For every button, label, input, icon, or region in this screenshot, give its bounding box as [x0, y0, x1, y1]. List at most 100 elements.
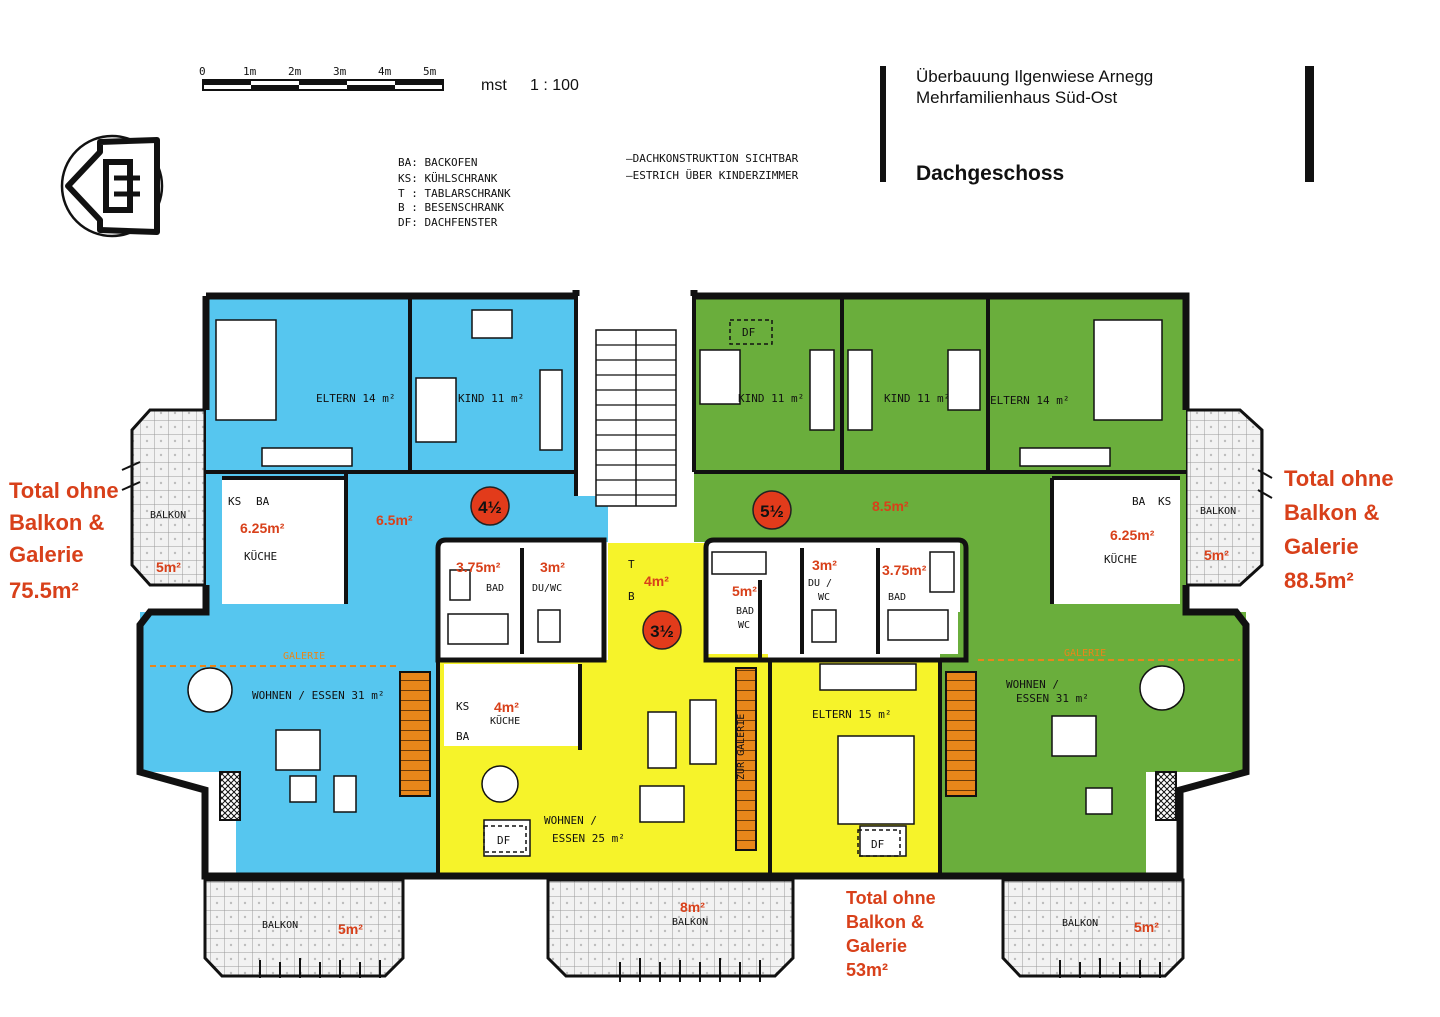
- cabinet-b-3-5: B: [628, 590, 635, 603]
- construction-notes: —DACHKONSTRUKTION SICHTBAR —ESTRICH ÜBER…: [626, 152, 799, 182]
- df-3-5-b: DF: [871, 838, 884, 851]
- badwc-area-3-5: 5m²: [732, 583, 757, 599]
- stair-3-5-galerie: [735, 667, 757, 851]
- kitchen-area-5-5: 6.25m²: [1110, 527, 1155, 543]
- duwc-5-5-l2: WC: [818, 592, 830, 603]
- kitchen-label-3-5: KÜCHE: [490, 714, 520, 727]
- room-eltern-5-5: ELTERN 14 m²: [990, 394, 1069, 407]
- balkon-bottom-area-4-5: 5m²: [338, 921, 363, 937]
- kitchen-ba-4-5: BA: [256, 495, 270, 508]
- balkon-side-4-5: BALKON: [150, 510, 186, 521]
- kitchen-ba-5-5: BA: [1132, 495, 1146, 508]
- balkon-bottom-area-5-5: 5m²: [1134, 919, 1159, 935]
- interior-walls: [206, 296, 1186, 876]
- kitchen-label-4-5: KÜCHE: [244, 550, 277, 563]
- furniture: [187, 309, 1185, 857]
- balcony-south-east: [1001, 878, 1185, 978]
- kitchen-ks-5-5: KS: [1158, 495, 1171, 508]
- kitchen-4-5-surface: [222, 478, 346, 604]
- hall-area-4-5: 6.5m²: [376, 512, 413, 528]
- total-4-5-line4: 75.5m²: [9, 578, 79, 603]
- balkon-side-area-4-5: 5m²: [156, 559, 181, 575]
- kitchen-area-3-5: 4m²: [494, 699, 519, 715]
- balkon-area-3-5: 8m²: [680, 899, 705, 915]
- kitchen-3-5-surface: [444, 664, 578, 746]
- scale-label: mst: [481, 77, 507, 94]
- unit-3-5-labels: 4m² T B 5m² BAD WC KS 4m² KÜCHE BA WOHNE…: [456, 558, 901, 928]
- badge-3-5: 3½: [642, 610, 682, 650]
- cabinet-t-3-5: T: [628, 558, 635, 571]
- fireplace-west: [219, 771, 241, 821]
- galerie-label-4-5: GALERIE: [283, 651, 325, 662]
- df-5-5: DF: [742, 326, 755, 339]
- bad-label-5-5: BAD: [888, 592, 906, 603]
- scale-tick-3: 3m: [333, 65, 347, 78]
- total-5-5-line1: Total ohne: [1284, 466, 1394, 491]
- kitchen-label-5-5: KÜCHE: [1104, 553, 1137, 566]
- room-kind-5-5-a: KIND 11 m²: [738, 392, 804, 405]
- unit-4-5-labels: ELTERN 14 m² KIND 11 m² KS BA 6.25m² KÜC…: [150, 392, 565, 937]
- balkon-label-3-5: BALKON: [672, 917, 708, 928]
- stair-5-5-galerie: [945, 671, 977, 797]
- bad-area-4-5: 3.75m²: [456, 559, 501, 575]
- exterior-walls: [136, 290, 1250, 880]
- total-5-5-line2: Balkon &: [1284, 500, 1379, 525]
- zur-galerie-label: ZUR GALERIE: [736, 714, 747, 780]
- bad-label-3-5: BAD: [736, 606, 754, 617]
- unit-5-5-labels: DF KIND 11 m² KIND 11 m² ELTERN 14 m² 8.…: [729, 319, 1236, 935]
- scale-bar: 0 1m 2m 3m 4m 5m mst 1 : 100: [199, 65, 579, 94]
- scale-tick-1: 1m: [243, 65, 257, 78]
- room-eltern-4-5: ELTERN 14 m²: [316, 392, 395, 405]
- abbreviation-legend: BA: BACKOFEN KS: KÜHLSCHRANK T : TABLARS…: [398, 156, 511, 229]
- scale-tick-5: 5m: [423, 65, 437, 78]
- total-4-5: Total ohne Balkon & Galerie 75.5m²: [9, 478, 119, 603]
- duwc-5-5-l1: DU /: [808, 578, 832, 589]
- stair-4-5-galerie: [399, 671, 431, 797]
- total-3-5-line4: 53m²: [846, 960, 888, 980]
- badge-4-5: 4½: [470, 486, 510, 526]
- room-wohnen-3-5-l1: WOHNEN /: [544, 814, 597, 827]
- total-4-5-line3: Galerie: [9, 542, 84, 567]
- kitchen-ba-3-5: BA: [456, 730, 470, 743]
- scale-tick-2: 2m: [288, 65, 302, 78]
- kitchen-ks-4-5: KS: [228, 495, 241, 508]
- room-wohnen-5-5-l1: WOHNEN /: [1006, 678, 1059, 691]
- total-3-5-line2: Balkon &: [846, 912, 924, 932]
- hall-area-5-5: 8.5m²: [872, 498, 909, 514]
- kitchen-area-4-5: 6.25m²: [240, 520, 285, 536]
- note-roof: —DACHKONSTRUKTION SICHTBAR: [626, 152, 799, 165]
- total-3-5: Total ohne Balkon & Galerie 53m²: [846, 888, 936, 980]
- total-4-5-line2: Balkon &: [9, 510, 104, 535]
- scale-tick-0: 0: [199, 65, 206, 78]
- badge-5-5-label: 5½: [760, 502, 784, 521]
- kitchen-ks-3-5: KS: [456, 700, 469, 713]
- duwc-area-5-5: 3m²: [812, 557, 837, 573]
- fireplace-east: [1155, 771, 1177, 821]
- bad-area-5-5: 3.75m²: [882, 562, 927, 578]
- balkon-side-5-5: BALKON: [1200, 506, 1236, 517]
- balcony-south-mid: [546, 878, 795, 978]
- building-title: Mehrfamilienhaus Süd-Ost: [916, 88, 1118, 107]
- badge-3-5-label: 3½: [650, 622, 674, 641]
- badge-5-5: 5½: [752, 490, 792, 530]
- legend-df: DF: DACHFENSTER: [398, 216, 498, 229]
- duwc-label-4-5: DU/WC: [532, 583, 562, 594]
- room-eltern-3-5: ELTERN 15 m²: [812, 708, 891, 721]
- total-3-5-line3: Galerie: [846, 936, 907, 956]
- balcony-railings: [121, 461, 1273, 982]
- total-5-5: Total ohne Balkon & Galerie 88.5m²: [1284, 466, 1394, 593]
- balkon-bottom-4-5: BALKON: [262, 920, 298, 931]
- room-wohnen-4-5: WOHNEN / ESSEN 31 m²: [252, 689, 384, 702]
- legend-ks: KS: KÜHLSCHRANK: [398, 172, 498, 185]
- total-3-5-line1: Total ohne: [846, 888, 936, 908]
- df-3-5-a: DF: [497, 834, 510, 847]
- badge-4-5-label: 4½: [478, 498, 502, 517]
- total-5-5-line3: Galerie: [1284, 534, 1359, 559]
- total-4-5-line1: Total ohne: [9, 478, 119, 503]
- floor-title: Dachgeschoss: [916, 162, 1064, 185]
- legend-ba: BA: BACKOFEN: [398, 156, 477, 169]
- galerie-label-5-5: GALERIE: [1064, 648, 1106, 659]
- note-attic: —ESTRICH ÜBER KINDERZIMMER: [626, 169, 799, 182]
- legend-t: T : TABLARSCHRANK: [398, 187, 511, 200]
